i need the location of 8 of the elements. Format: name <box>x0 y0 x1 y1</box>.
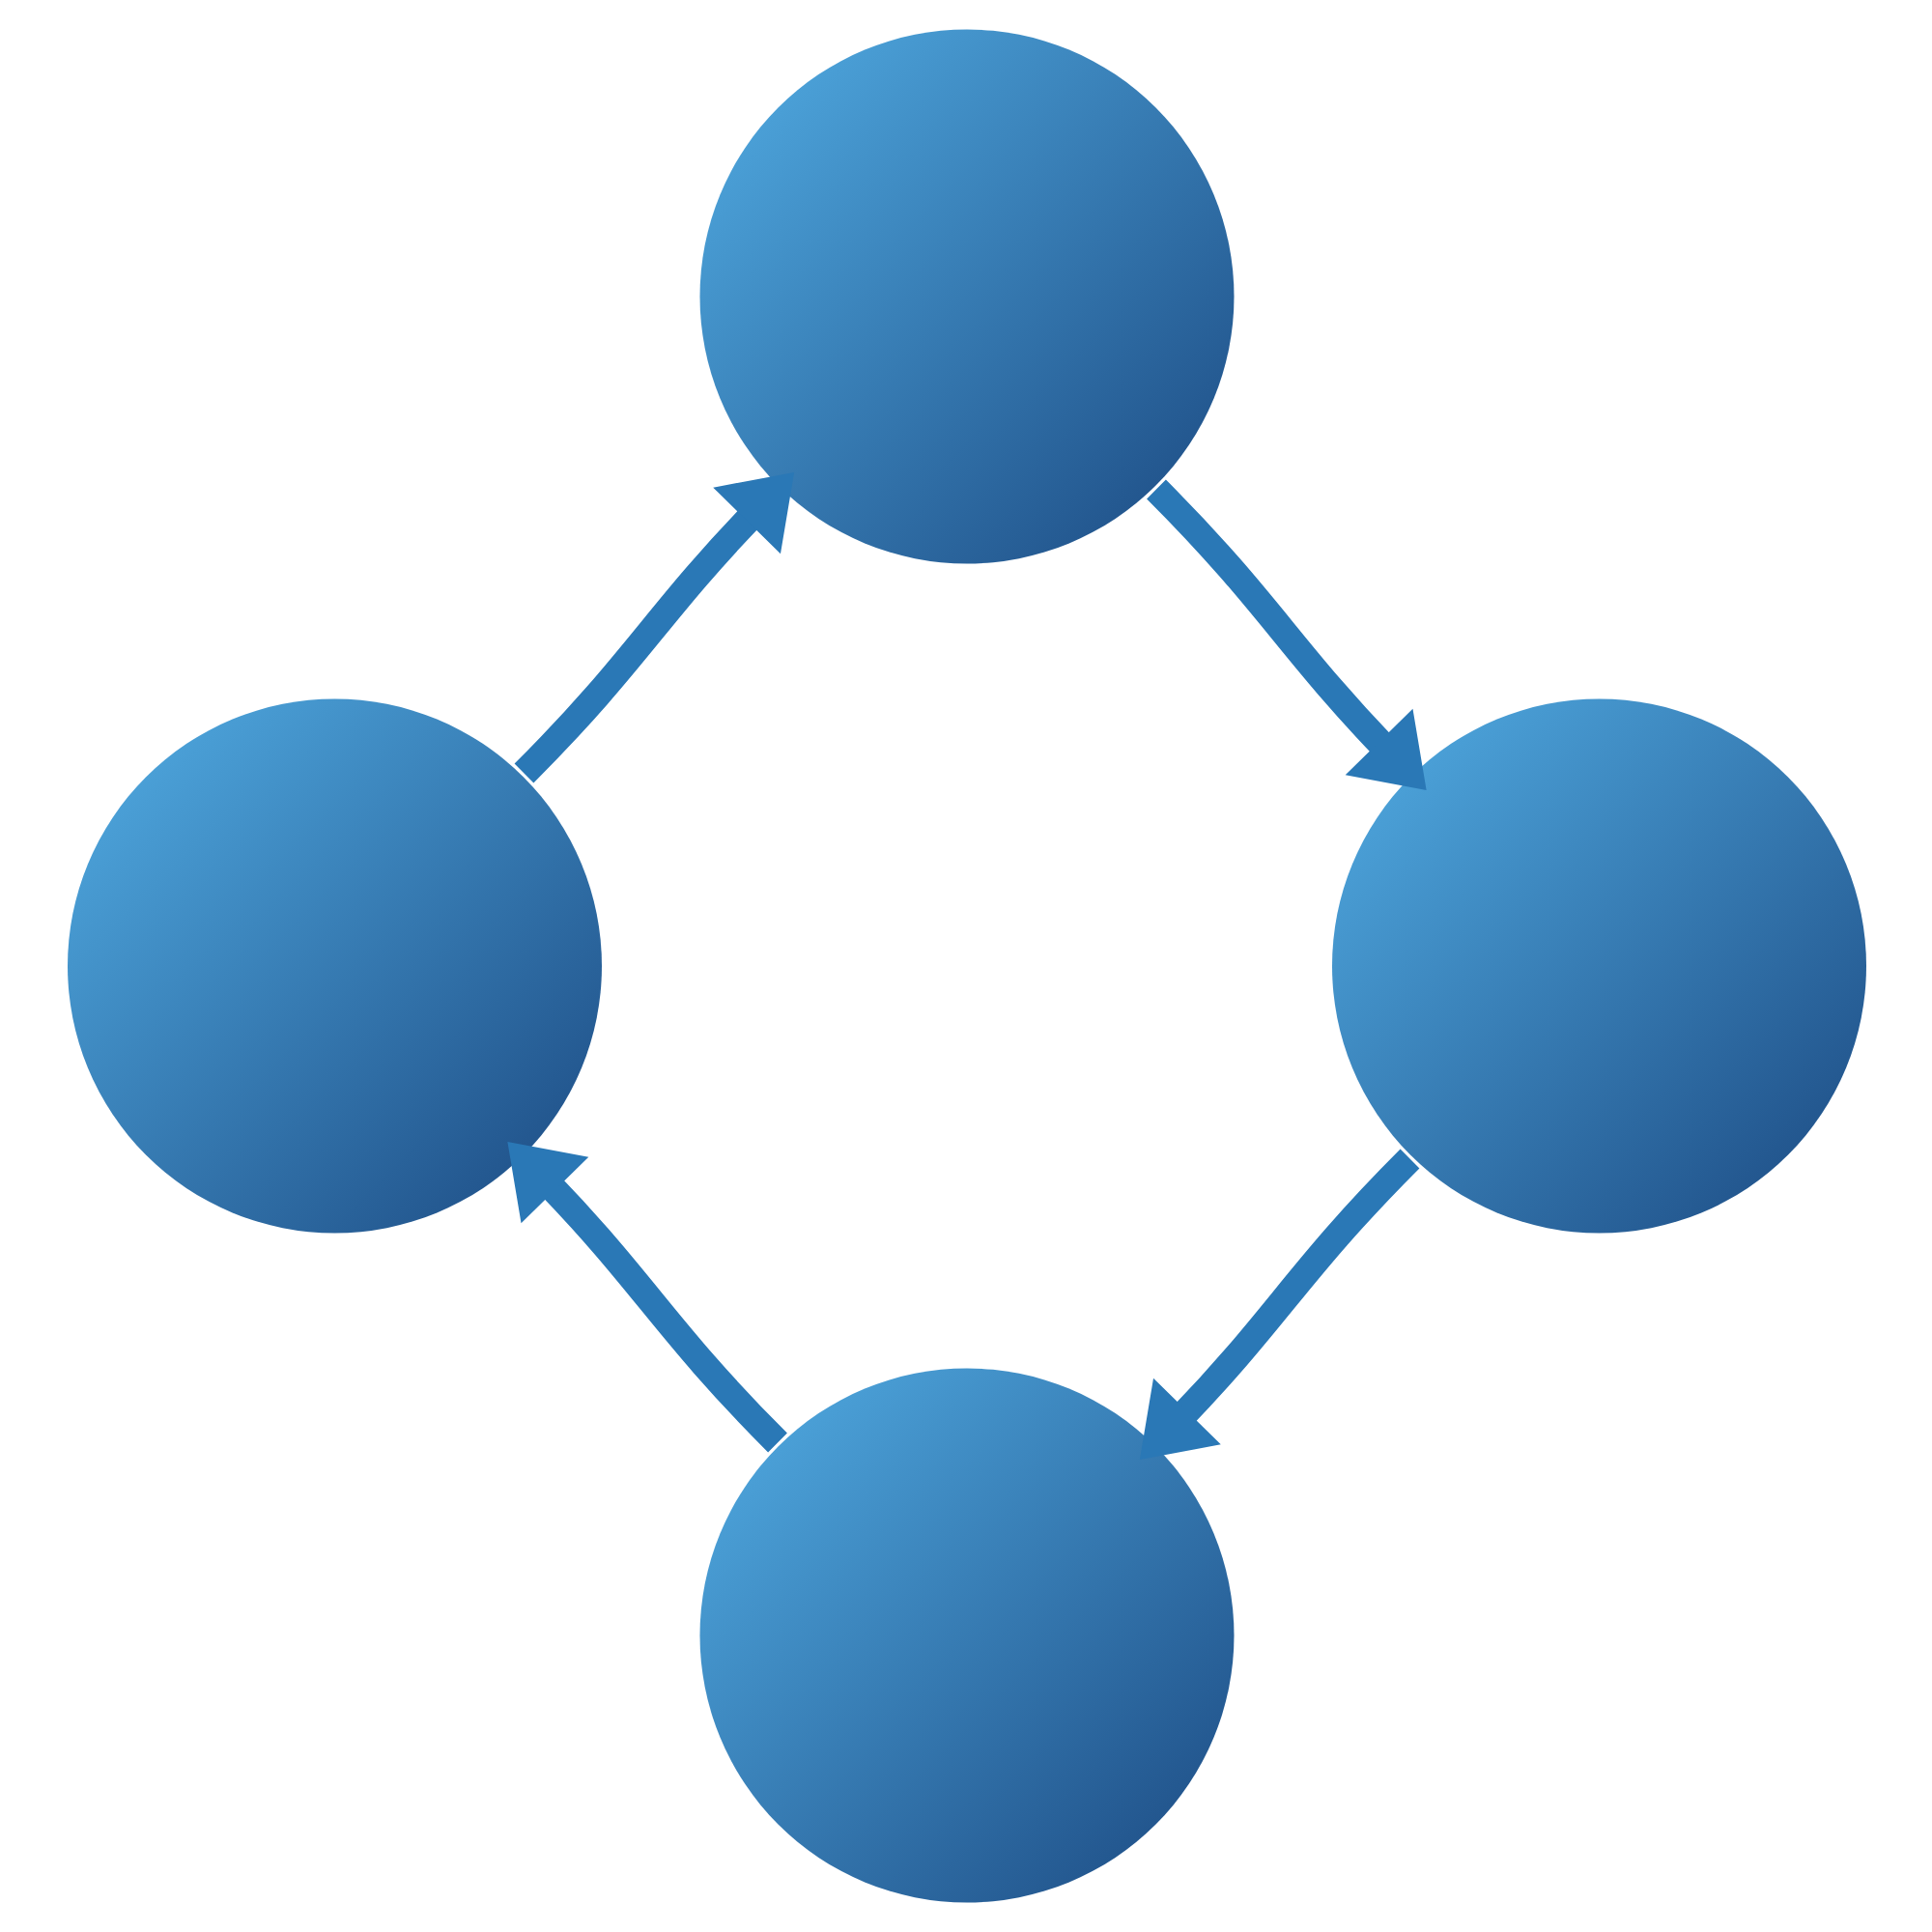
arrow <box>506 1142 786 1453</box>
node-circle <box>67 698 601 1234</box>
arrow <box>1146 479 1426 790</box>
arrow <box>1138 1149 1419 1460</box>
node-circle <box>1331 698 1865 1234</box>
arrow <box>513 472 794 783</box>
node-circle <box>698 29 1234 564</box>
node-circle <box>698 1368 1234 1903</box>
